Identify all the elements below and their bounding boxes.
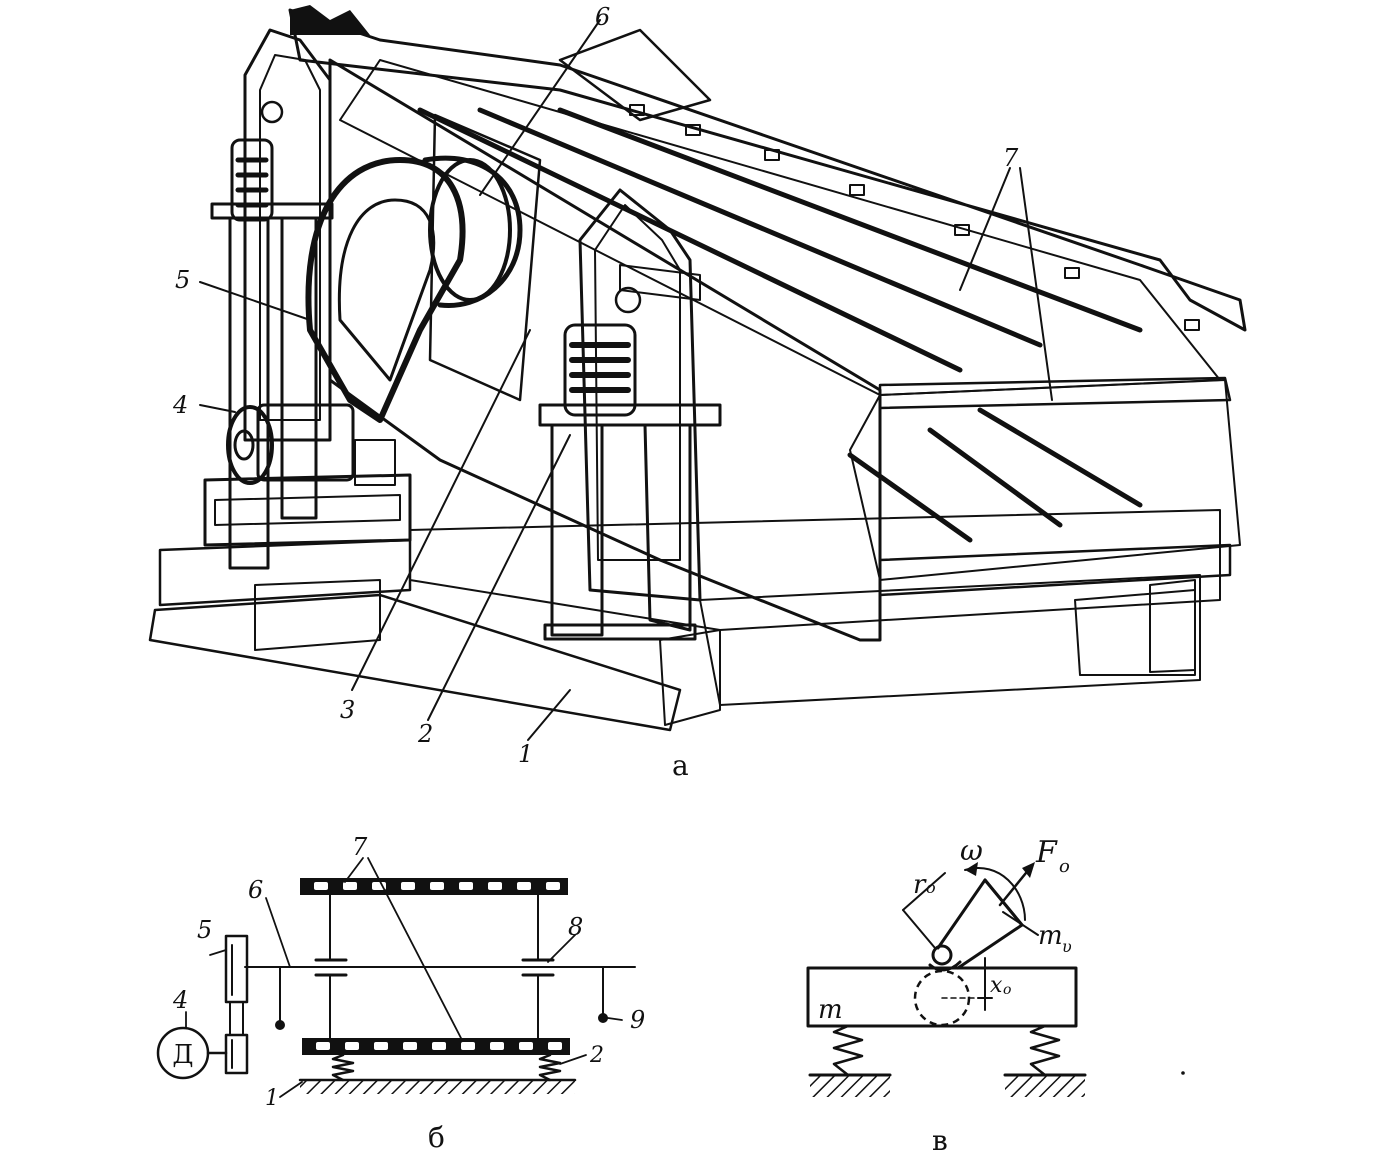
caption-a: а [672,749,689,782]
rear-spring-support [210,138,334,570]
v-belt [428,158,512,302]
screen-kinematic-scheme: Д 7 6 5 4 8 9 2 1 б [156,833,645,1154]
caption-b: б [428,1121,445,1154]
label-a-1: 1 [518,740,533,768]
label-radius: r [913,870,927,900]
ground-b [300,1080,575,1094]
bearings [314,958,555,977]
belt-b [229,1001,244,1036]
label-b-5: 5 [197,916,212,944]
force-arrow [998,866,1032,907]
upper-screen-holes [314,882,560,890]
lower-screen-holes [316,1042,562,1050]
label-omega: ω [960,834,983,867]
label-unbalanced-mass: m [1038,921,1063,951]
mass-body [806,966,1078,1028]
ground-right [1005,1075,1085,1097]
bolt-heads [629,104,1200,331]
label-b-8: 8 [568,913,583,941]
label-a-7: 7 [1003,144,1019,172]
leader-lines-a [199,19,1053,741]
box-sides [329,894,539,1039]
label-a-2: 2 [417,720,433,748]
label-amplitude-sub: o [1003,982,1011,998]
label-b-4: 4 [172,986,188,1014]
amplitude-marker [977,957,993,1011]
lower-screen-deck [849,379,1241,581]
pulley-shaft [224,934,249,1004]
label-b-1: 1 [265,1086,279,1111]
electric-motor [203,403,412,547]
label-radius-sub: o [926,878,936,897]
leader-lines-b [185,857,623,1098]
spring-left [331,1053,355,1082]
motor-letter: Д [172,1040,193,1070]
label-b-6: 6 [248,876,263,904]
radius-dimension [902,872,946,949]
label-a-3: 3 [340,696,355,724]
spring-v-right [1029,1024,1061,1077]
label-a-6: 6 [595,3,610,31]
top-rail [288,8,1247,332]
label-mass: m [818,995,843,1025]
rail-teeth [290,5,370,35]
front-spring-support [538,323,722,641]
label-a-5: 5 [175,266,190,294]
label-b-7: 7 [352,833,368,861]
stray-dot [1181,1071,1185,1075]
label-amplitude: x [990,973,1003,998]
label-unbalanced-mass-sub: υ [1062,937,1072,956]
front-side-frame [578,188,702,602]
spring-right [538,1053,562,1082]
dynamic-model-scheme: ω F o r o m υ x o m в [806,834,1087,1157]
spring-v-left [832,1024,864,1077]
deck-ribs [417,107,1143,543]
label-force-sub: o [1059,856,1070,877]
label-force: F [1035,835,1058,870]
unbalance-weights [275,966,608,1030]
label-b-9: 9 [630,1006,645,1034]
ground-left [810,1075,890,1097]
label-b-2: 2 [589,1043,604,1068]
belt-guard [305,155,523,423]
rear-side-frame [243,28,332,442]
caption-v: в [932,1124,948,1157]
screen-perspective-view: 6 7 5 4 3 2 1 а [148,3,1247,782]
pulley-motor [224,1033,249,1075]
upper-screen-deck [339,59,1221,396]
label-a-4: 4 [172,391,188,419]
